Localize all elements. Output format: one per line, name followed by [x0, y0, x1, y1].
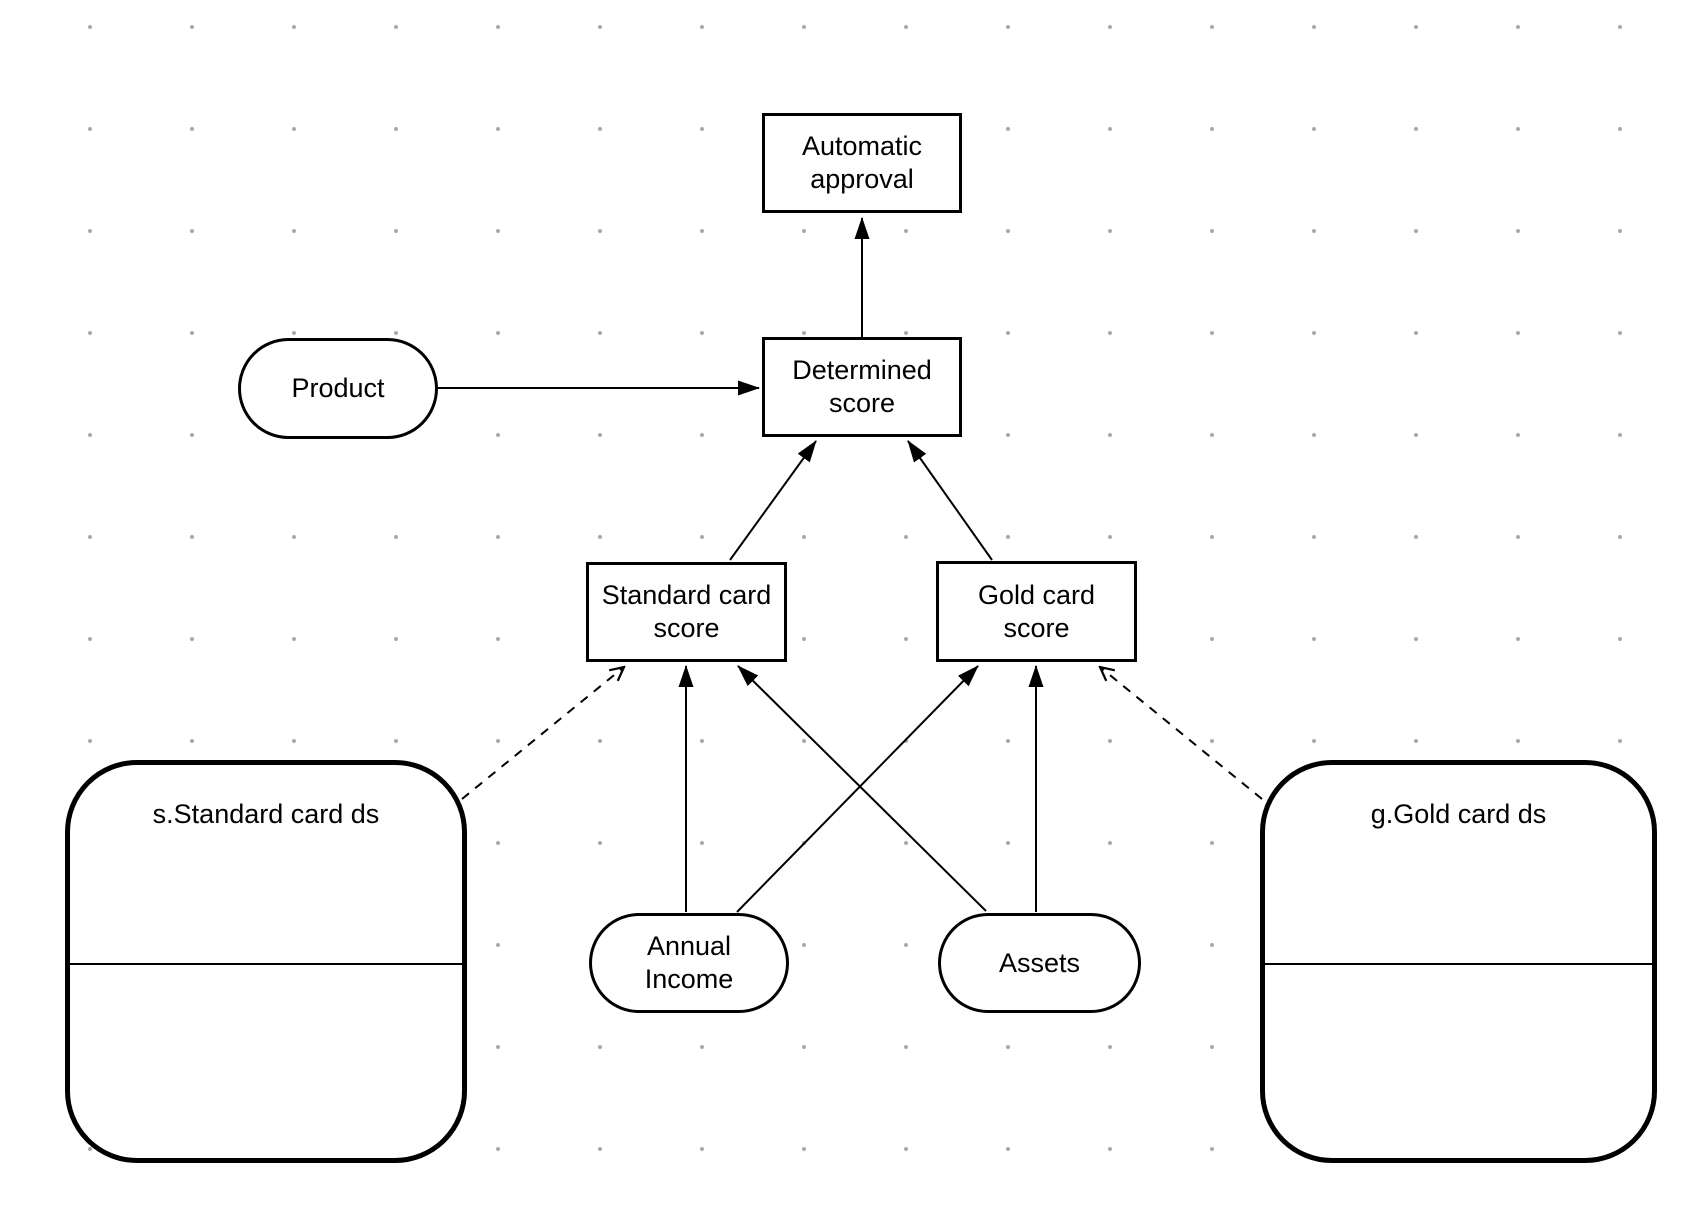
decision-service-divider [70, 963, 462, 965]
input-data-label: Annual Income [644, 931, 734, 994]
edge-standard-card-ds-to-standard-card-score[interactable] [461, 667, 624, 800]
edge-annual-income-to-gold-card-score[interactable] [736, 665, 979, 913]
edge-gold-card-ds-to-gold-card-score[interactable] [1100, 667, 1263, 800]
decision-service-label: g.Gold card ds [1370, 799, 1547, 829]
decision-service-label: s.Standard card ds [152, 799, 380, 829]
decision-standard-card-score[interactable]: Standard card score [586, 562, 787, 662]
decision-service-standard-card-ds[interactable]: s.Standard card ds [65, 760, 467, 1163]
input-data-label: Assets [998, 947, 1081, 978]
decision-label: Automatic approval [801, 131, 923, 194]
decision-determined-score[interactable]: Determined score [762, 337, 962, 437]
edge-standard-card-score-to-determined-score[interactable] [729, 440, 817, 561]
edge-gold-card-score-to-determined-score[interactable] [907, 440, 993, 561]
decision-service-divider [1265, 963, 1652, 965]
input-data-label: Product [291, 373, 385, 404]
decision-automatic-approval[interactable]: Automatic approval [762, 113, 962, 213]
decision-service-gold-card-ds[interactable]: g.Gold card ds [1260, 760, 1657, 1163]
decision-gold-card-score[interactable]: Gold card score [936, 561, 1137, 662]
input-data-assets[interactable]: Assets [938, 913, 1141, 1013]
decision-label: Gold card score [977, 579, 1096, 643]
input-data-product[interactable]: Product [238, 338, 438, 439]
edge-assets-to-standard-card-score[interactable] [737, 665, 987, 912]
decision-label: Standard card score [601, 580, 772, 643]
decision-label: Determined score [792, 355, 932, 418]
input-data-annual-income[interactable]: Annual Income [589, 913, 789, 1013]
